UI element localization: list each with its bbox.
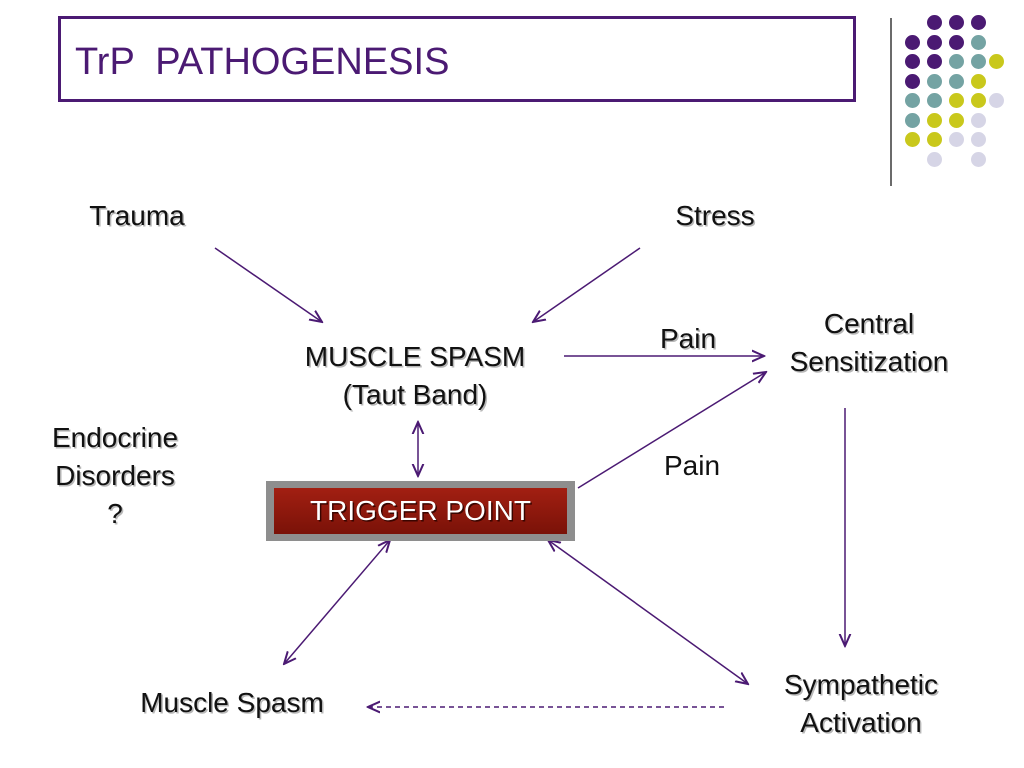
decorative-dot: [949, 93, 964, 108]
decorative-dot: [949, 73, 964, 89]
decorative-dot: [949, 34, 964, 50]
decorative-dot: [989, 93, 1004, 108]
decorative-dot: [927, 15, 942, 30]
decorative-dot: [949, 54, 964, 69]
decorative-dot: [927, 93, 942, 108]
decorative-dot: [905, 112, 920, 128]
decorative-dot: [905, 73, 920, 89]
decorative-dot: [927, 132, 942, 147]
arrow-trauma-to-spasm: [214, 247, 322, 322]
decorative-dot: [971, 112, 986, 128]
node-endocrine-disorders: Endocrine Disorders ?: [20, 419, 210, 533]
trigger-point-label: TRIGGER POINT: [274, 488, 567, 534]
node-central-sensitization: Central Sensitization: [762, 305, 976, 381]
decorative-dot: [927, 112, 942, 128]
node-sympathetic-activation: Sympathetic Activation: [756, 666, 966, 742]
endocrine-line1: Endocrine: [51, 422, 179, 453]
decorative-dot: [971, 151, 986, 167]
node-muscle-spasm-taut-band: MUSCLE SPASM (Taut Band): [260, 338, 570, 414]
decorative-dot: [971, 34, 986, 50]
edge-label-pain-upper: Pain: [659, 323, 717, 354]
arrow-stress-to-spasm: [533, 247, 641, 322]
decorative-dot: [989, 54, 1004, 69]
decorative-dot: [905, 93, 920, 108]
decorative-dot: [927, 34, 942, 50]
decorative-dot: [905, 34, 920, 50]
central-line1: Central: [823, 308, 915, 339]
decorative-dot: [927, 151, 942, 167]
endocrine-line3: ?: [107, 498, 123, 529]
muscle-spasm-line2: (Taut Band): [342, 379, 488, 410]
edge-label-pain-lower: Pain: [663, 450, 721, 481]
vertical-divider: [890, 18, 892, 186]
muscle-spasm-line1: MUSCLE SPASM: [304, 341, 526, 372]
decorative-dot: [927, 54, 942, 69]
sympathetic-line2: Activation: [800, 707, 922, 738]
decorative-dot: [905, 54, 920, 69]
decorative-dot: [971, 93, 986, 108]
arrow-triggerpoint-musclespasm: [284, 540, 390, 664]
node-trauma: Trauma: [89, 200, 185, 231]
decorative-dot: [971, 73, 986, 89]
decorative-dot: [905, 132, 920, 147]
slide-title: TrP PATHOGENESIS: [75, 41, 450, 83]
arrow-triggerpoint-to-central: [577, 372, 766, 489]
decorative-dot: [949, 132, 964, 147]
trigger-point-box: TRIGGER POINT: [266, 481, 575, 541]
decorative-dot: [927, 73, 942, 89]
decorative-dot: [949, 112, 964, 128]
title-box: TrP PATHOGENESIS: [58, 16, 856, 102]
endocrine-line2: Disorders: [55, 460, 175, 491]
decorative-dot: [949, 15, 964, 30]
decorative-dot: [971, 15, 986, 30]
node-stress: Stress: [675, 200, 755, 231]
decorative-dot: [971, 54, 986, 69]
arrow-triggerpoint-sympathetic: [548, 540, 748, 684]
decorative-dot: [971, 132, 986, 147]
sympathetic-line1: Sympathetic: [783, 669, 939, 700]
node-muscle-spasm: Muscle Spasm: [140, 687, 324, 718]
central-line2: Sensitization: [789, 346, 949, 377]
